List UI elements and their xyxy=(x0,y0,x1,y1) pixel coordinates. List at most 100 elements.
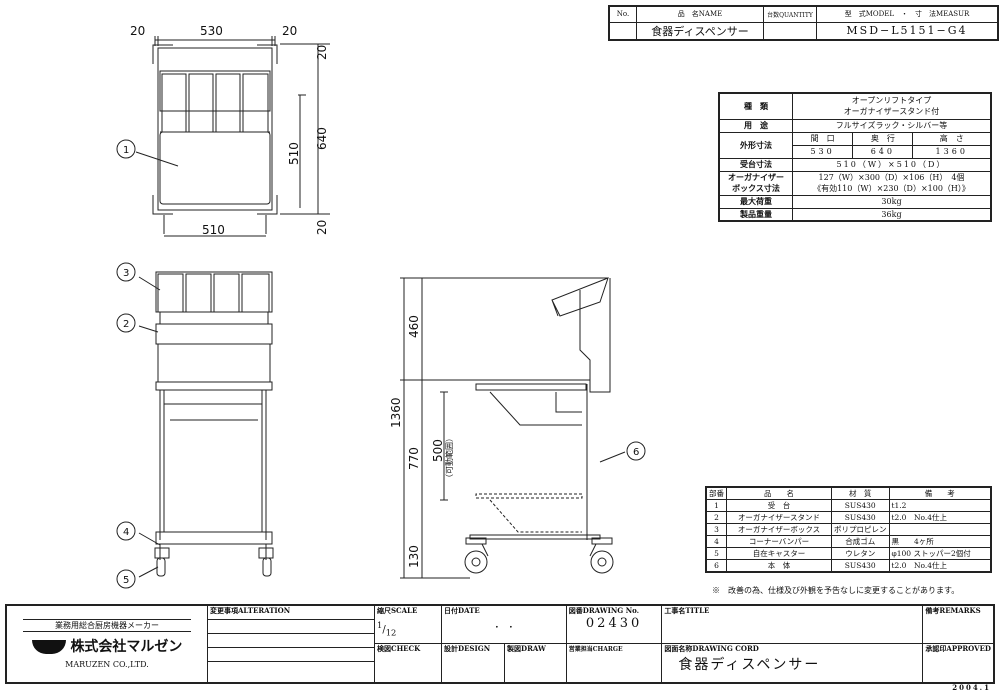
top-view xyxy=(135,36,330,237)
outer-dim-label: 外形寸法 xyxy=(718,131,793,159)
part-note: t2.0 No.4仕上 xyxy=(888,559,992,573)
part-note: t1.2 xyxy=(888,499,992,512)
box-label-1: オーガナイザー xyxy=(728,172,784,182)
dim-bottom-510: 510 xyxy=(202,223,225,237)
parts-header-note: 備 考 xyxy=(888,486,992,500)
load-label: 最大荷重 xyxy=(718,194,793,209)
part-no: 6 xyxy=(705,559,727,573)
dim-top-20-right: 20 xyxy=(282,24,297,38)
parts-header-material: 材 質 xyxy=(831,486,890,500)
callout-2: 2 xyxy=(123,319,129,330)
scale-label: 縮尺SCALE xyxy=(377,606,418,615)
name-label: 品 名NAME xyxy=(636,5,764,23)
part-name: オーガナイザースタンド xyxy=(726,511,832,524)
weight-label: 製品重量 xyxy=(718,207,793,222)
scale-denominator: 12 xyxy=(385,627,397,638)
maker-tagline: 業務用総合厨房機器メーカー xyxy=(23,619,191,632)
model-number: MSD−L5151−G4 xyxy=(816,21,999,40)
footer-title-block: 業務用総合厨房機器メーカー 株式会社マルゼン MARUZEN CO.,LTD. … xyxy=(5,604,995,684)
draw-label: 製図DRAW xyxy=(504,642,567,684)
version-date: 2004.1 xyxy=(952,683,991,692)
dim-right-510: 510 xyxy=(287,142,301,165)
height-value: 1360 xyxy=(912,144,992,159)
platform-label: 受台寸法 xyxy=(718,157,793,172)
dim-range-500: 500 xyxy=(431,439,445,462)
company-name: 株式会社マルゼン xyxy=(70,639,183,655)
drawing-cord: 食器ディスペンサー xyxy=(678,656,821,673)
width-label: 間 口 xyxy=(791,131,854,146)
part-no: 3 xyxy=(705,523,727,536)
part-note xyxy=(888,523,992,536)
type-line-1: オープンリフトタイプ xyxy=(851,96,932,106)
part-material: SUS430 xyxy=(831,559,890,573)
platform-value: 510（W）×510（D） xyxy=(792,157,992,172)
part-name: コーナーバンパー xyxy=(726,535,832,548)
part-note: φ100 ストッパー2個付 xyxy=(888,547,992,560)
scale-numerator: 1 xyxy=(377,620,383,630)
company-block: 業務用総合厨房機器メーカー 株式会社マルゼン MARUZEN CO.,LTD. xyxy=(5,604,208,684)
part-material: 合成ゴム xyxy=(831,535,890,548)
box-value-1: 127（W）×300（D）×106（H） 4個 xyxy=(818,173,965,182)
change-notice: ※ 改善の為、仕様及び外観を予告なしに変更することがあります。 xyxy=(712,586,960,595)
dim-range-label: （可動範囲） xyxy=(444,434,454,482)
drawing-no: 02430 xyxy=(585,616,643,631)
part-material: ポリプロピレン xyxy=(831,523,890,536)
drawing-no-label: 図番DRAWING No. xyxy=(568,606,640,615)
part-no: 1 xyxy=(705,499,727,512)
design-label: 設計DESIGN xyxy=(441,642,505,684)
type-label: 種 類 xyxy=(718,92,793,120)
alteration-label: 変更事項ALTERATION xyxy=(208,606,374,620)
depth-value: 640 xyxy=(852,144,914,159)
date-label: 日付DATE xyxy=(444,606,480,615)
use-value: フルサイズラック・シルバー等 xyxy=(792,118,992,133)
company-name-en: MARUZEN CO.,LTD. xyxy=(65,660,149,669)
part-no: 2 xyxy=(705,511,727,524)
dim-right-640: 640 xyxy=(315,127,329,150)
dim-right-20-top: 20 xyxy=(315,45,329,60)
callout-3: 3 xyxy=(123,268,129,279)
front-view xyxy=(138,271,274,578)
width-value: 530 xyxy=(791,144,854,159)
callout-5: 5 xyxy=(123,575,129,586)
dim-right-20-bottom: 20 xyxy=(315,220,329,235)
alteration-block: 変更事項ALTERATION xyxy=(207,604,375,684)
callout-4: 4 xyxy=(123,527,129,538)
company-logo: 株式会社マルゼン xyxy=(9,636,205,656)
part-note: 黒 4ヶ所 xyxy=(888,535,992,548)
part-material: SUS430 xyxy=(831,511,890,524)
check-label: 検図CHECK xyxy=(374,642,442,684)
height-label: 高 さ xyxy=(912,131,992,146)
qty-label: 台数QUANTITY xyxy=(763,5,817,23)
part-no: 5 xyxy=(705,547,727,560)
dim-height-770: 770 xyxy=(407,447,421,470)
drawing-cord-label: 図面名称DRAWING CORD xyxy=(664,643,759,653)
dim-height-1360: 1360 xyxy=(389,397,403,428)
product-name: 食器ディスペンサー xyxy=(636,21,764,40)
part-no: 4 xyxy=(705,535,727,548)
title-label: 工事名TITLE xyxy=(661,604,924,644)
box-label-2: ボックス寸法 xyxy=(732,183,780,193)
type-line-2: オーガナイザースタンド付 xyxy=(843,107,940,117)
dim-height-460: 460 xyxy=(407,315,421,338)
quantity xyxy=(763,21,817,40)
dim-height-130: 130 xyxy=(407,545,421,568)
part-name: 受 台 xyxy=(726,499,832,512)
callout-1: 1 xyxy=(123,145,129,156)
part-name: 自在キャスター xyxy=(726,547,832,560)
approved-label: 承認印APPROVED xyxy=(922,642,995,684)
part-name: 本 体 xyxy=(726,559,832,573)
part-material: SUS430 xyxy=(831,499,890,512)
remarks-label: 備考REMARKS xyxy=(922,604,995,644)
part-name: オーガナイザーボックス xyxy=(726,523,832,536)
spec-table: 種 類 オープンリフトタイプオーガナイザースタンド付 用 途フルサイズラック・シル… xyxy=(718,92,992,222)
use-label: 用 途 xyxy=(718,118,793,133)
